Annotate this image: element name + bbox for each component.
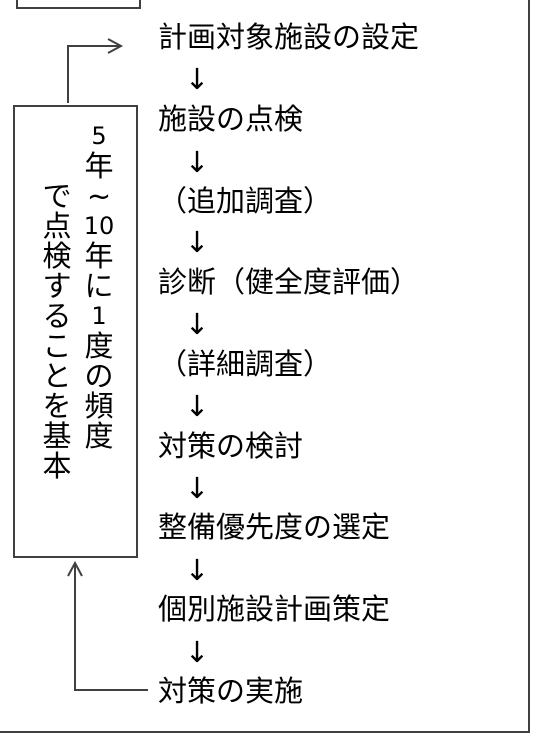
note-char: こ bbox=[42, 329, 72, 363]
note-char: 年 bbox=[84, 239, 114, 273]
note-char: を bbox=[42, 389, 72, 423]
step-facility-inspection: 施設の点検 bbox=[158, 102, 304, 136]
step-priority-selection: 整備優先度の選定 bbox=[158, 510, 391, 544]
note-char: 度 bbox=[84, 419, 114, 453]
step-additional-survey: （追加調査） bbox=[158, 184, 333, 218]
note-char: 点 bbox=[42, 209, 72, 243]
feedback-arrowhead-right bbox=[107, 38, 124, 54]
step-individual-plan: 個別施設計画策定 bbox=[158, 592, 391, 626]
down-arrow-icon: ↓ bbox=[184, 389, 210, 423]
note-char: に bbox=[84, 269, 114, 303]
top-box-stub bbox=[16, 0, 141, 9]
note-char: る bbox=[42, 299, 72, 333]
note-char: 1 bbox=[91, 302, 107, 330]
note-left-column: で 点 検 す る こ と を 基 本 bbox=[41, 181, 73, 481]
step-diagnosis: 診断（健全度評価） bbox=[158, 265, 420, 299]
note-char: す bbox=[42, 269, 72, 303]
down-arrow-icon: ↓ bbox=[184, 145, 210, 179]
note-char: ~ bbox=[86, 179, 112, 213]
note-char: 年 bbox=[84, 149, 114, 183]
note-right-column: 5 年 ~ 10 年 に 1 度 の 頻 度 bbox=[83, 121, 115, 451]
note-char: 本 bbox=[42, 449, 72, 483]
down-arrow-icon: ↓ bbox=[184, 471, 210, 505]
note-char: で bbox=[42, 179, 72, 213]
note-char: と bbox=[42, 359, 72, 393]
down-arrow-icon: ↓ bbox=[184, 225, 210, 259]
down-arrow-icon: ↓ bbox=[184, 553, 210, 587]
feedback-line-bottom bbox=[74, 563, 148, 691]
step-countermeasure-study: 対策の検討 bbox=[158, 429, 304, 463]
note-char: 度 bbox=[84, 329, 114, 363]
step-plan-target-facilities: 計画対象施設の設定 bbox=[158, 20, 420, 54]
note-char: 検 bbox=[42, 239, 72, 273]
inspection-frequency-box: 5 年 ~ 10 年 に 1 度 の 頻 度 で 点 検 す る こ と を 基… bbox=[13, 105, 138, 558]
down-arrow-icon: ↓ bbox=[184, 62, 210, 96]
note-char: 5 bbox=[91, 122, 107, 150]
note-char: 基 bbox=[42, 419, 72, 453]
note-char: 10 bbox=[83, 212, 115, 240]
down-arrow-icon: ↓ bbox=[184, 307, 210, 341]
note-char: 頻 bbox=[84, 389, 114, 423]
note-char: の bbox=[84, 359, 114, 393]
feedback-arrowhead-up bbox=[67, 560, 83, 577]
feedback-line-top bbox=[67, 45, 120, 103]
step-implementation: 対策の実施 bbox=[158, 674, 304, 708]
down-arrow-icon: ↓ bbox=[184, 635, 210, 669]
step-detailed-survey: （詳細調査） bbox=[158, 347, 333, 381]
